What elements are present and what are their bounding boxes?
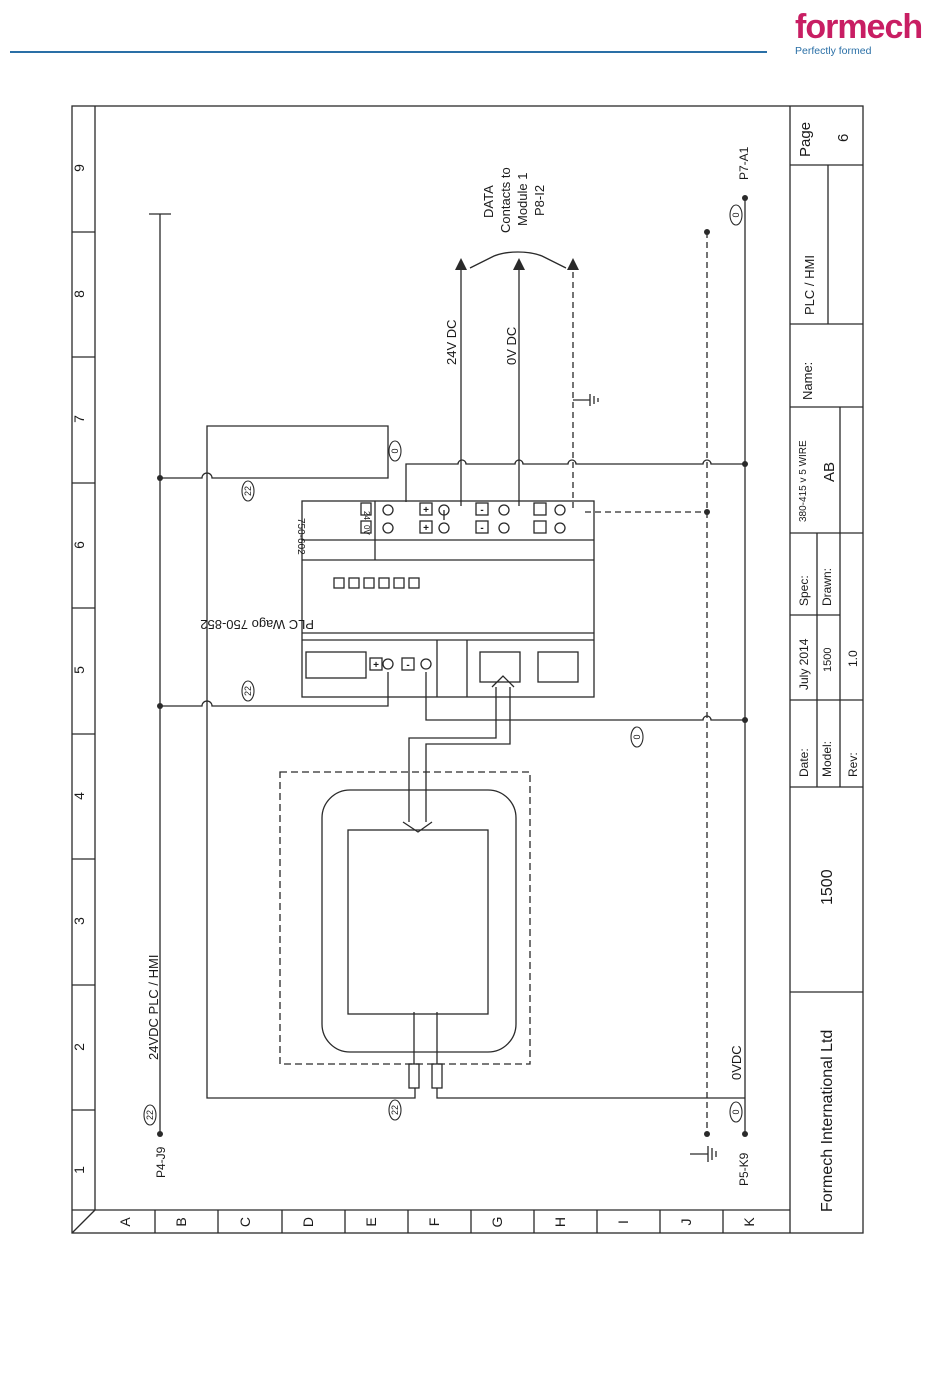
spec-label: Spec: bbox=[797, 575, 811, 606]
date-value: July 2014 bbox=[797, 638, 811, 690]
data-label-3: Module 1 bbox=[515, 173, 530, 226]
module-id: 750-602 bbox=[295, 518, 306, 555]
terminal-plus: + bbox=[423, 505, 429, 516]
date-label: Date: bbox=[797, 748, 811, 777]
row-label: J bbox=[678, 1219, 694, 1226]
plc-title: PLC Wago 750-852 bbox=[200, 617, 314, 632]
earth-symbol bbox=[589, 394, 717, 1162]
row-label: D bbox=[300, 1217, 316, 1227]
sheet-frame bbox=[71, 105, 864, 1234]
row-label: B bbox=[173, 1217, 189, 1226]
company-name: Formech International Ltd bbox=[819, 1030, 836, 1212]
wire-number: 22 bbox=[390, 1105, 400, 1115]
col-label: 7 bbox=[71, 415, 87, 423]
logo-wordmark: formech bbox=[795, 8, 922, 46]
wire-number: 0 bbox=[731, 212, 741, 217]
wire-number: 0 bbox=[632, 734, 642, 739]
module-0v-label: 0V bbox=[362, 525, 371, 535]
model-value: 1500 bbox=[822, 648, 834, 672]
label-0v-dc: 0V DC bbox=[504, 327, 519, 365]
row-label: A bbox=[117, 1217, 133, 1227]
hmi-screen bbox=[347, 829, 489, 1015]
drawn-label: Drawn: bbox=[820, 568, 834, 606]
module-24-label: 24 bbox=[362, 511, 371, 520]
row-label: C bbox=[237, 1217, 253, 1227]
row-label: F bbox=[426, 1218, 442, 1227]
wire-number: 22 bbox=[145, 1110, 155, 1120]
wire-number: 0 bbox=[731, 1109, 741, 1114]
hmi-enclosure bbox=[279, 771, 531, 1065]
page-label: Page bbox=[797, 122, 814, 157]
wire-number: 22 bbox=[243, 486, 253, 496]
col-label: 2 bbox=[71, 1043, 87, 1051]
col-label: 8 bbox=[71, 290, 87, 298]
model-number-large: 1500 bbox=[819, 869, 836, 905]
wire-number: 22 bbox=[243, 686, 253, 696]
row-label: G bbox=[489, 1217, 505, 1228]
row-label: I bbox=[615, 1220, 631, 1224]
data-label-2: Contacts to bbox=[498, 167, 513, 233]
terminal-plus: + bbox=[423, 523, 429, 534]
name-label: Name: bbox=[800, 362, 815, 400]
ref-p5: P5-K9 bbox=[737, 1152, 751, 1186]
row-label: K bbox=[741, 1217, 757, 1227]
rev-value: 1.0 bbox=[846, 650, 860, 667]
col-label: 4 bbox=[71, 792, 87, 800]
col-label: 9 bbox=[71, 164, 87, 172]
header-rule bbox=[10, 51, 767, 53]
data-label-1: DATA bbox=[481, 185, 496, 218]
wire-number: 0 bbox=[390, 448, 400, 453]
row-label: H bbox=[552, 1217, 568, 1227]
drawn-value: AB bbox=[821, 462, 838, 482]
col-label: 1 bbox=[71, 1166, 87, 1174]
label-24v-dc: 24V DC bbox=[444, 319, 459, 365]
row-label: E bbox=[363, 1217, 379, 1226]
rail-24v-label: 24VDC PLC / HMI bbox=[146, 955, 161, 1060]
model-label: Model: bbox=[820, 741, 834, 777]
col-label: 6 bbox=[71, 541, 87, 549]
col-label: 3 bbox=[71, 917, 87, 925]
ref-p7: P7-A1 bbox=[737, 146, 751, 180]
data-label-4: P8-I2 bbox=[532, 185, 547, 216]
rail-0v-label: 0VDC bbox=[729, 1045, 744, 1080]
hmi-bezel bbox=[321, 789, 517, 1053]
terminal-minus: - bbox=[480, 523, 483, 534]
plc-wago-750-852 bbox=[301, 500, 595, 698]
page-value: 6 bbox=[835, 134, 852, 142]
name-value: PLC / HMI bbox=[802, 255, 817, 315]
terminal-minus: - bbox=[480, 505, 483, 516]
col-label: 5 bbox=[71, 666, 87, 674]
ref-p4: P4-J9 bbox=[154, 1146, 168, 1178]
cpu-terminal-minus: - bbox=[406, 660, 409, 671]
spec-value: 380-415 v 5 WIRE bbox=[798, 440, 809, 522]
cpu-terminal-plus: + bbox=[373, 660, 379, 671]
logo-tagline: Perfectly formed bbox=[795, 45, 872, 57]
rev-label: Rev: bbox=[846, 752, 860, 777]
formech-logo: formech Perfectly formed bbox=[795, 8, 923, 57]
